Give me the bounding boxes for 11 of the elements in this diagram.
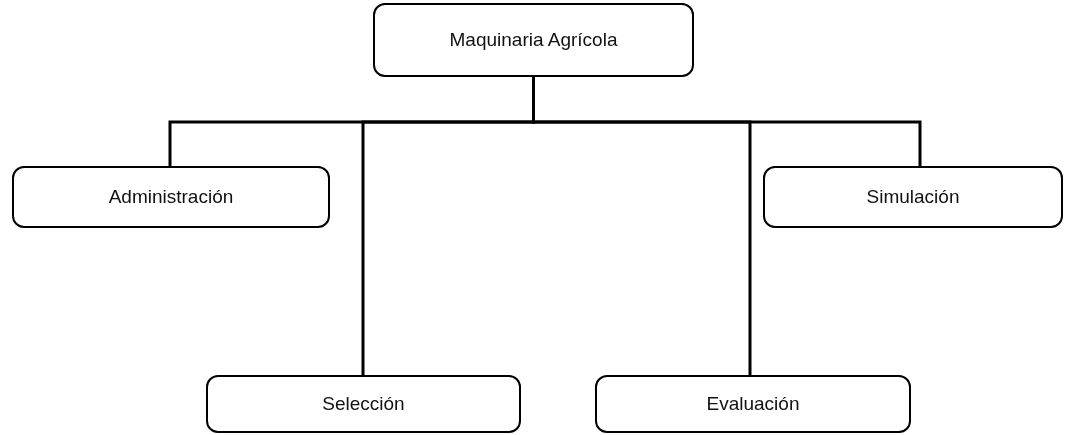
box-label: Selección xyxy=(322,393,405,415)
box-label: Simulación xyxy=(866,186,960,208)
category-box xyxy=(12,166,330,228)
category-box xyxy=(763,166,1063,228)
category-box xyxy=(206,375,521,433)
box-label: Evaluación xyxy=(706,393,800,415)
connector-line xyxy=(532,77,922,166)
category-box xyxy=(373,3,694,77)
box-label: Maquinaria Agrícola xyxy=(449,29,618,51)
category-box xyxy=(595,375,911,433)
box-label: Administración xyxy=(108,186,234,208)
